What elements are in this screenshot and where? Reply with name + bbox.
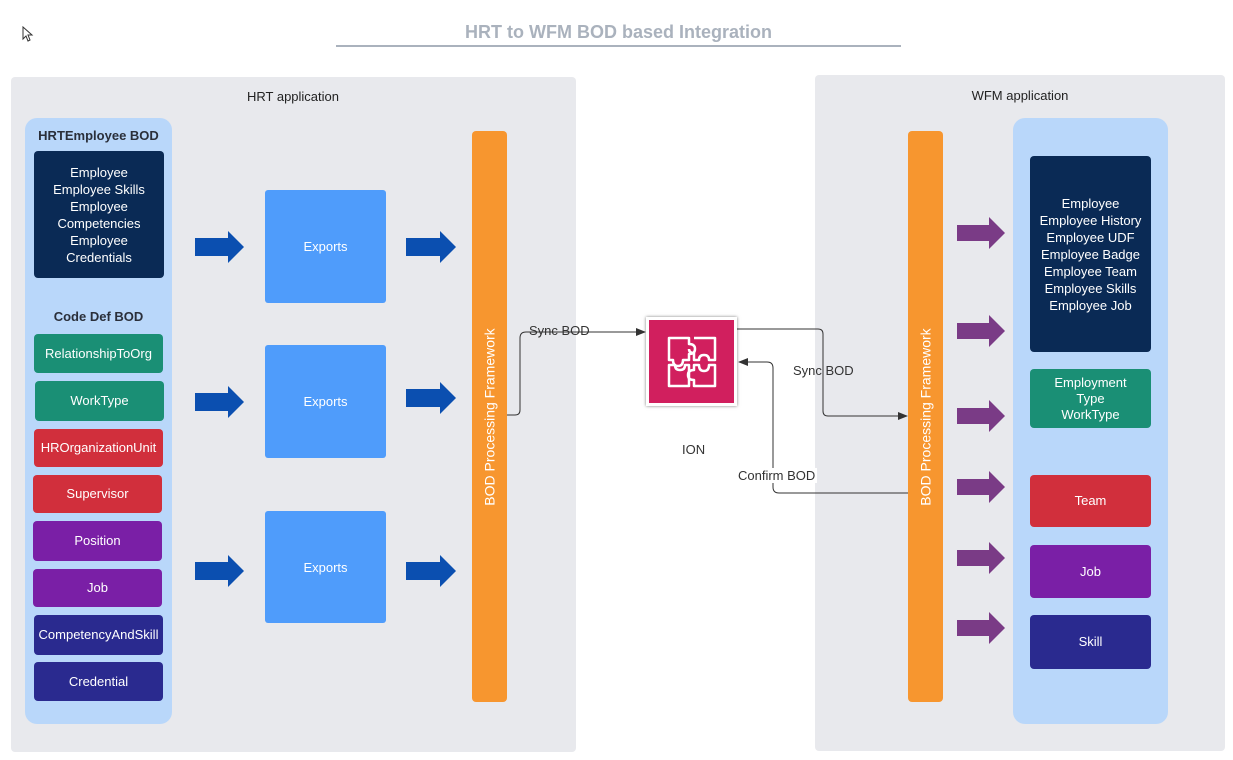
hrt-employee-bod-title: HRTEmployee BOD [38, 128, 159, 143]
ion-label: ION [682, 442, 706, 457]
wfm-employment-line: Employment [1054, 374, 1127, 390]
wfm-employment-line: Type [1076, 390, 1105, 406]
code-def-item-relationshiptoorg: RelationshipToOrg [34, 334, 163, 373]
sync-bod-out-connector [737, 328, 908, 420]
title-underline [336, 45, 901, 47]
hrt-arrow-icon [406, 382, 456, 414]
wfm-arrow-icon [957, 217, 1005, 249]
code-def-item-credential: Credential [34, 662, 163, 701]
hrt-arrow-icon [406, 231, 456, 263]
exports-box-3: Exports [265, 511, 386, 623]
wfm-arrow-icon [957, 400, 1005, 432]
code-def-item-competencyandskill: CompetencyAndSkill [34, 615, 163, 655]
wfm-employee-line: Employee Skills [1044, 280, 1137, 296]
wfm-employee-box: Employee Employee History Employee UDF E… [1030, 156, 1151, 352]
wfm-employee-line: Employee UDF [1046, 229, 1135, 245]
wfm-employee-line: Employee Badge [1040, 246, 1140, 262]
diagram-title: HRT to WFM BOD based Integration [465, 22, 772, 42]
wfm-arrow-icon [957, 542, 1005, 574]
wfm-bod-processing-framework [908, 131, 943, 702]
exports-box-1: Exports [265, 190, 386, 303]
code-def-item-hrorganizationunit: HROrganizationUnit [34, 429, 163, 467]
cursor-icon [22, 26, 34, 42]
code-def-item-worktype: WorkType [35, 381, 164, 421]
hrt-employee-bod-box: Employee Employee Skills Employee Compet… [34, 151, 164, 278]
wfm-item-team: Team [1030, 475, 1151, 527]
employee-bod-line: Employee [70, 232, 128, 248]
wfm-employee-line: Employee Job [1049, 297, 1132, 313]
hrt-arrow-icon [195, 555, 244, 587]
hrt-arrow-icon [195, 386, 244, 418]
wfm-employee-line: Employee [1061, 195, 1120, 211]
wfm-employment-box: Employment Type WorkType [1030, 369, 1151, 428]
sync-bod-out-label: Sync BOD [793, 363, 854, 378]
employee-bod-line: Employee [70, 164, 128, 180]
code-def-item-position: Position [33, 521, 162, 561]
code-def-item-job: Job [33, 569, 162, 607]
wfm-arrow-icon [957, 471, 1005, 503]
hrt-application-label: HRT application [246, 89, 339, 104]
exports-box-2: Exports [265, 345, 386, 458]
puzzle-icon [667, 336, 717, 388]
wfm-employee-line: Employee Team [1044, 263, 1137, 279]
employee-bod-line: Credentials [66, 249, 132, 265]
employee-bod-line: Competencies [57, 215, 141, 231]
wfm-employee-line: Employee History [1039, 212, 1142, 228]
confirm-bod-connector [738, 358, 908, 494]
ion-icon [646, 317, 737, 406]
wfm-item-job: Job [1030, 545, 1151, 598]
wfm-application-label: WFM application [971, 88, 1069, 103]
hrt-arrow-icon [195, 231, 244, 263]
code-def-bod-title: Code Def BOD [53, 309, 144, 324]
sync-bod-in-connector [507, 328, 646, 416]
wfm-item-skill: Skill [1030, 615, 1151, 669]
employee-bod-line: Employee Skills [53, 181, 145, 197]
wfm-employment-line: WorkType [1061, 406, 1120, 422]
hrt-bod-processing-framework [472, 131, 507, 702]
employee-bod-line: Employee [70, 198, 128, 214]
wfm-arrow-icon [957, 315, 1005, 347]
code-def-item-supervisor: Supervisor [33, 475, 162, 513]
sync-bod-in-label: Sync BOD [529, 323, 590, 338]
wfm-arrow-icon [957, 612, 1005, 644]
confirm-bod-label: Confirm BOD [736, 468, 818, 483]
hrt-arrow-icon [406, 555, 456, 587]
